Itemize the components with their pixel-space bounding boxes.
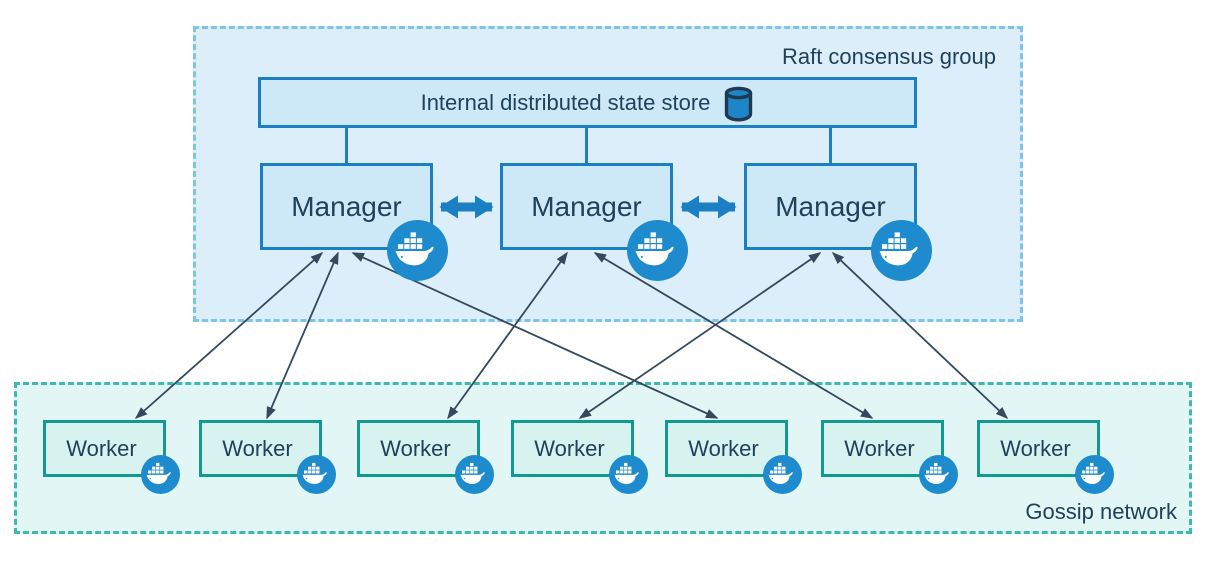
docker-whale-icon (919, 455, 958, 494)
worker-node-1: Worker (43, 420, 166, 477)
manager-label: Manager (775, 190, 886, 222)
docker-whale-icon (627, 220, 688, 281)
worker-label: Worker (1000, 435, 1071, 461)
worker-node-5: Worker (665, 420, 788, 477)
worker-label: Worker (222, 435, 293, 461)
database-cylinder-icon (725, 86, 753, 122)
manager-node-3: Manager (744, 163, 917, 250)
docker-whale-icon (763, 455, 802, 494)
docker-whale-icon (455, 455, 494, 494)
docker-whale-icon (871, 220, 932, 281)
worker-node-3: Worker (357, 420, 480, 477)
docker-whale-icon (609, 455, 648, 494)
docker-whale-icon (297, 455, 336, 494)
worker-node-7: Worker (977, 420, 1100, 477)
state-store-box: Internal distributed state store (258, 77, 917, 128)
worker-node-2: Worker (199, 420, 322, 477)
manager-node-2: Manager (500, 163, 673, 250)
worker-label: Worker (380, 435, 451, 461)
raft-group-label: Raft consensus group (781, 44, 996, 69)
manager-label: Manager (291, 190, 402, 222)
worker-label: Worker (688, 435, 759, 461)
docker-whale-icon (387, 220, 448, 281)
gossip-network-label: Gossip network (1025, 499, 1177, 524)
manager-label: Manager (531, 190, 642, 222)
worker-label: Worker (66, 435, 137, 461)
manager-node-1: Manager (260, 163, 433, 250)
docker-whale-icon (141, 455, 180, 494)
docker-whale-icon (1075, 455, 1114, 494)
worker-label: Worker (534, 435, 605, 461)
worker-node-6: Worker (821, 420, 944, 477)
worker-label: Worker (844, 435, 915, 461)
state-store-label: Internal distributed state store (420, 89, 711, 115)
worker-node-4: Worker (511, 420, 634, 477)
